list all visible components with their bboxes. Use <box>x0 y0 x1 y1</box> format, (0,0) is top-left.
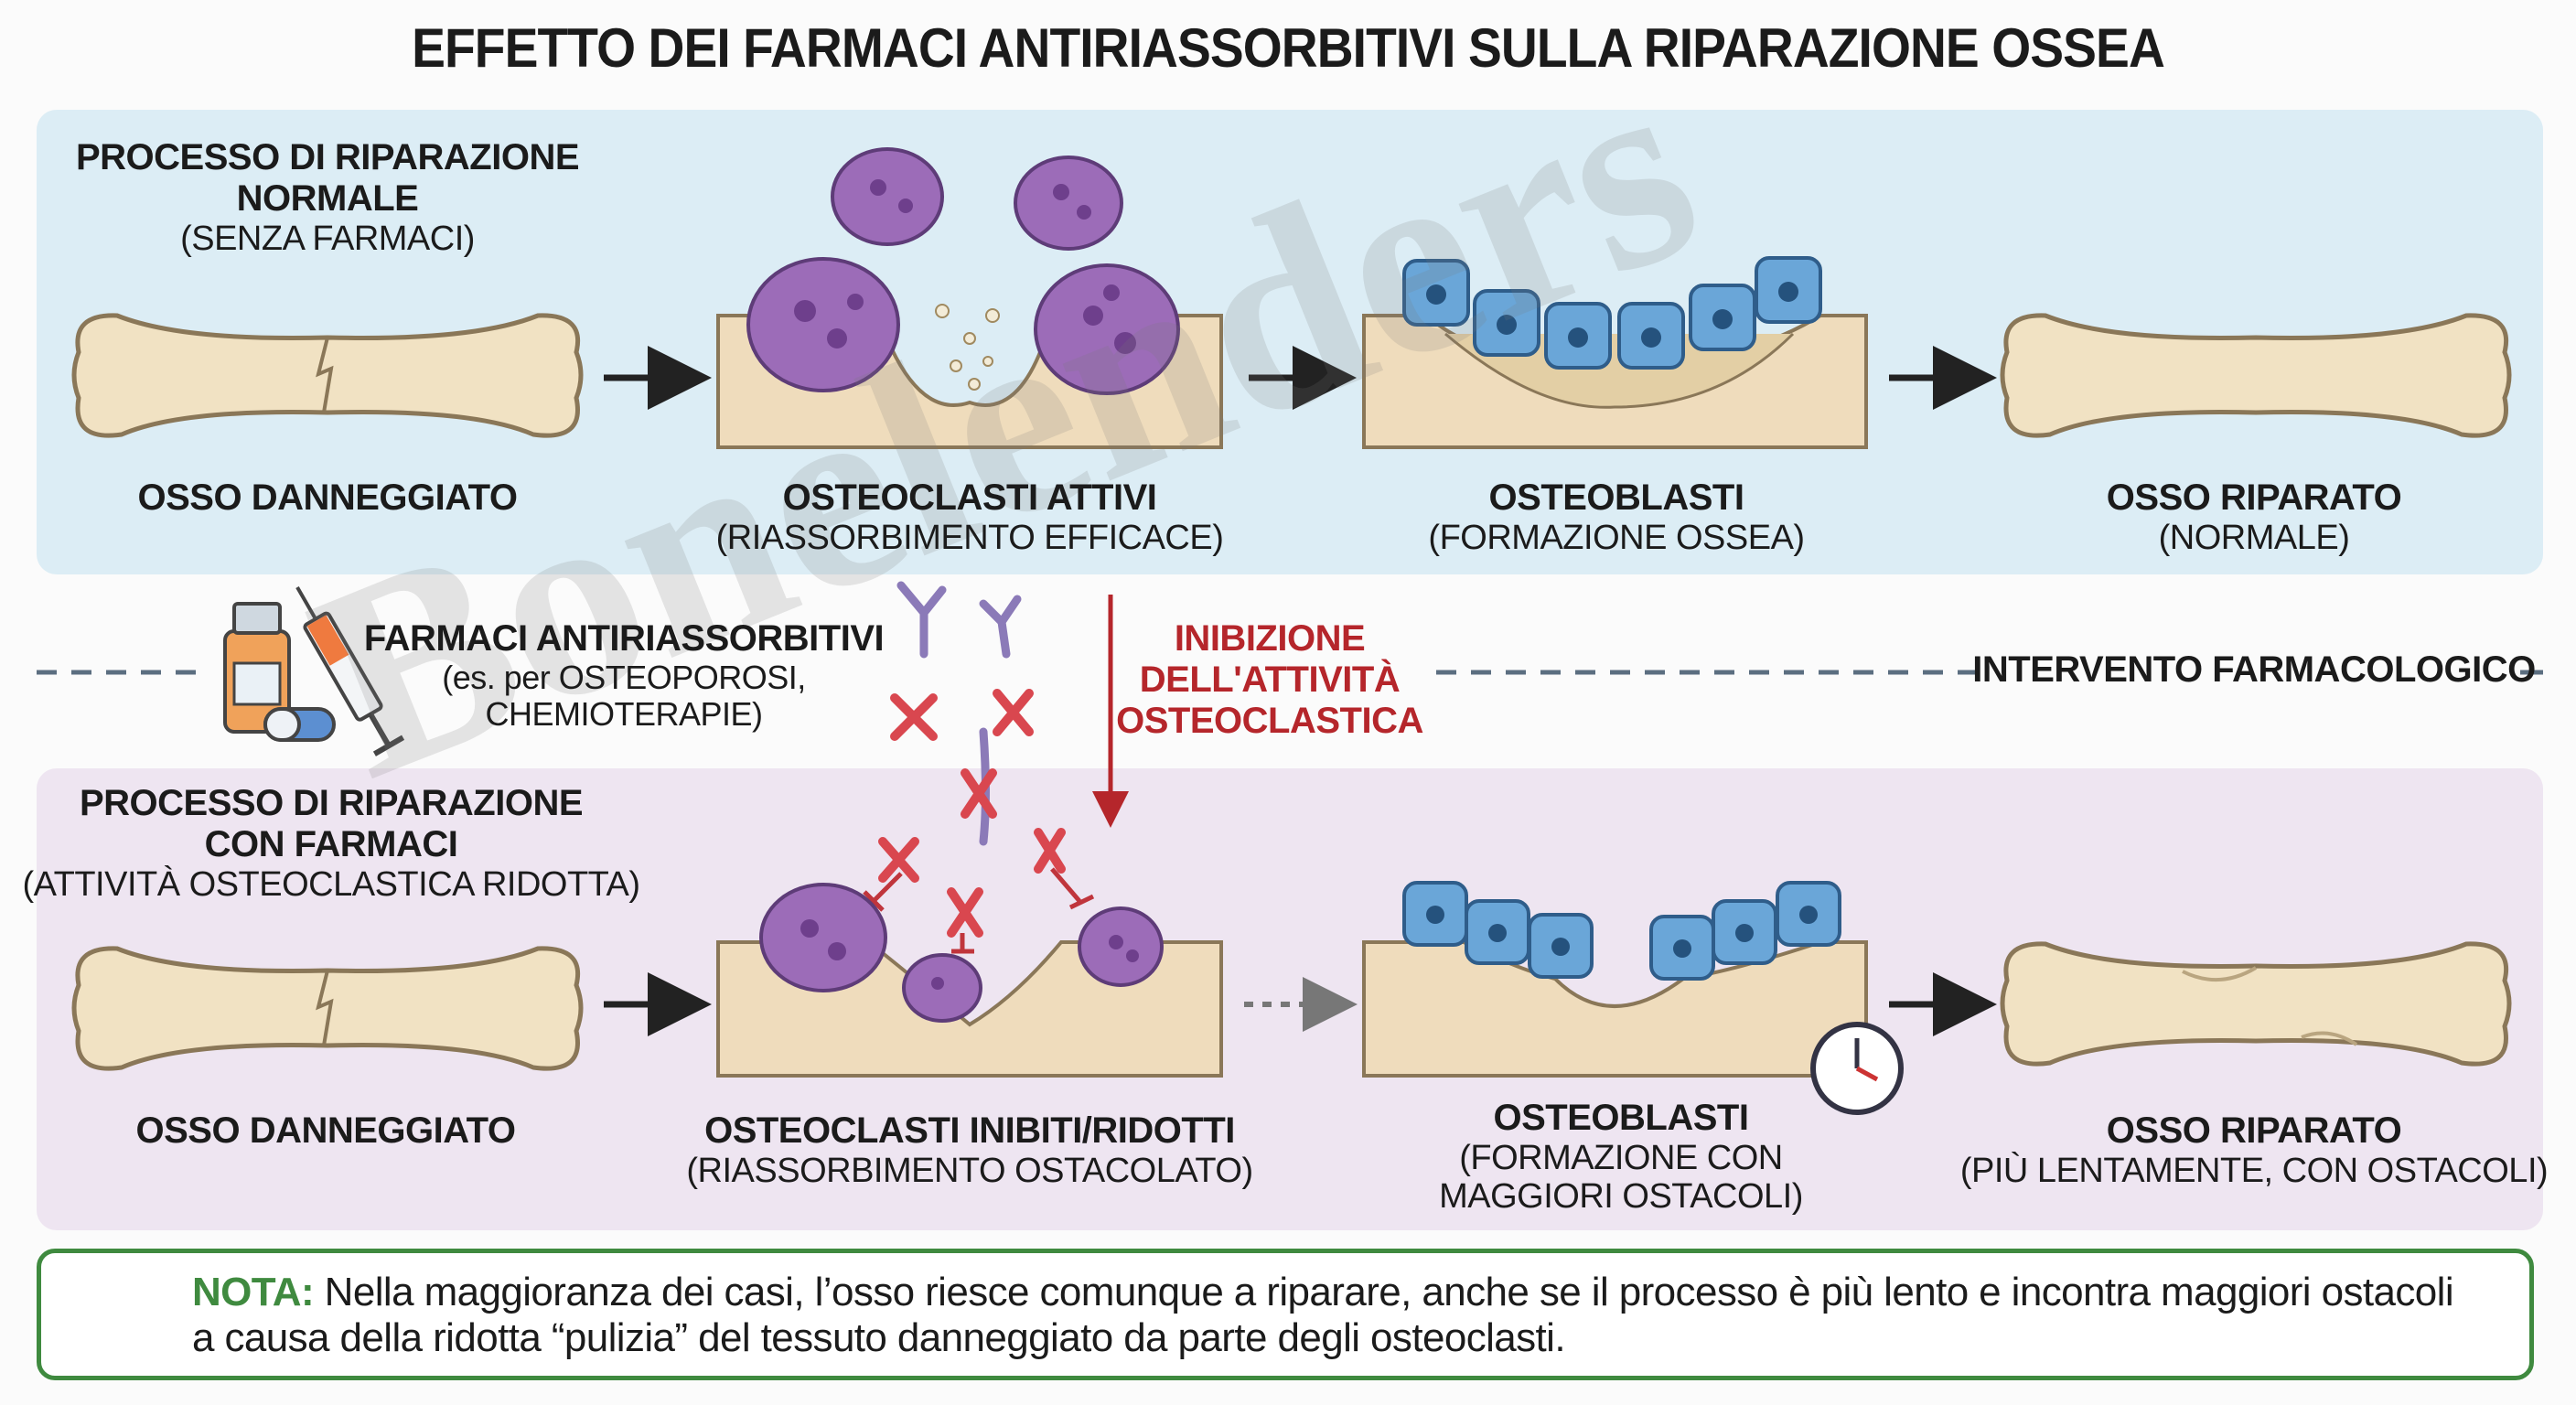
osteoclast <box>902 953 982 1023</box>
top-heading: PROCESSO DI RIPARAZIONE NORMALE (SENZA F… <box>75 137 580 258</box>
clock-icon <box>1810 1022 1904 1115</box>
osteoblasts-illustration <box>1362 256 1868 449</box>
repaired-bone-bottom <box>2002 944 2509 1064</box>
inhibition-bar-icon <box>863 867 1095 954</box>
bottom-heading: PROCESSO DI RIPARAZIONE CON FARMACI (ATT… <box>22 783 640 904</box>
damaged-bone-bottom <box>74 949 581 1068</box>
repaired-bone-top <box>2002 316 2509 435</box>
step-inhibited-osteoclasts: OSTEOCLASTI INIBITI/RIDOTTI(RIASSORBIMEN… <box>686 1110 1253 1190</box>
inhibited-osteoclasts-illustration <box>716 883 1223 1078</box>
osteoclast <box>1034 263 1180 395</box>
step-active-osteoclasts: OSTEOCLASTI ATTIVI(RIASSORBIMENTO EFFICA… <box>715 477 1224 557</box>
note-text: NOTA: Nella maggioranza dei casi, l’osso… <box>192 1270 2454 1360</box>
drug-label: FARMACI ANTIRIASSORBITIVI (es. per OSTEO… <box>363 618 885 734</box>
step-repaired-bone-bottom: OSSO RIPARATO(PIÙ LENTAMENTE, CON OSTACO… <box>1959 1110 2549 1190</box>
syringe-icon <box>295 586 405 756</box>
step-repaired-bone-top: OSSO RIPARATO(NORMALE) <box>2106 477 2402 557</box>
note-label: NOTA: <box>192 1270 315 1314</box>
intervention-label: INTERVENTO FARMACOLOGICO <box>1972 649 2536 690</box>
inhibition-label: INIBIZIONE DELL'ATTIVITÀ OSTEOCLASTICA <box>1116 618 1423 741</box>
osteoclast <box>1014 156 1123 251</box>
inhibition-x-icon <box>878 689 1066 938</box>
step-osteoblasts-top: OSTEOBLASTI(FORMAZIONE OSSEA) <box>1428 477 1805 557</box>
damaged-bone-top <box>74 316 581 435</box>
osteoclast <box>759 883 887 992</box>
step-damaged-bone-top: OSSO DANNEGGIATO <box>137 477 518 518</box>
pill-icon <box>263 707 336 742</box>
note-box: NOTA: Nella maggioranza dei casi, l’osso… <box>37 1249 2534 1380</box>
step-damaged-bone-bottom: OSSO DANNEGGIATO <box>135 1110 516 1151</box>
osteoblasts-reduced-illustration <box>1362 881 1868 1078</box>
active-osteoclasts-illustration <box>716 147 1223 449</box>
osteoclast <box>746 257 900 392</box>
medicine-bottle-icon <box>223 602 291 734</box>
page-title: EFFETTO DEI FARMACI ANTIRIASSORBITIVI SU… <box>412 17 2165 79</box>
osteoclast <box>831 147 944 246</box>
